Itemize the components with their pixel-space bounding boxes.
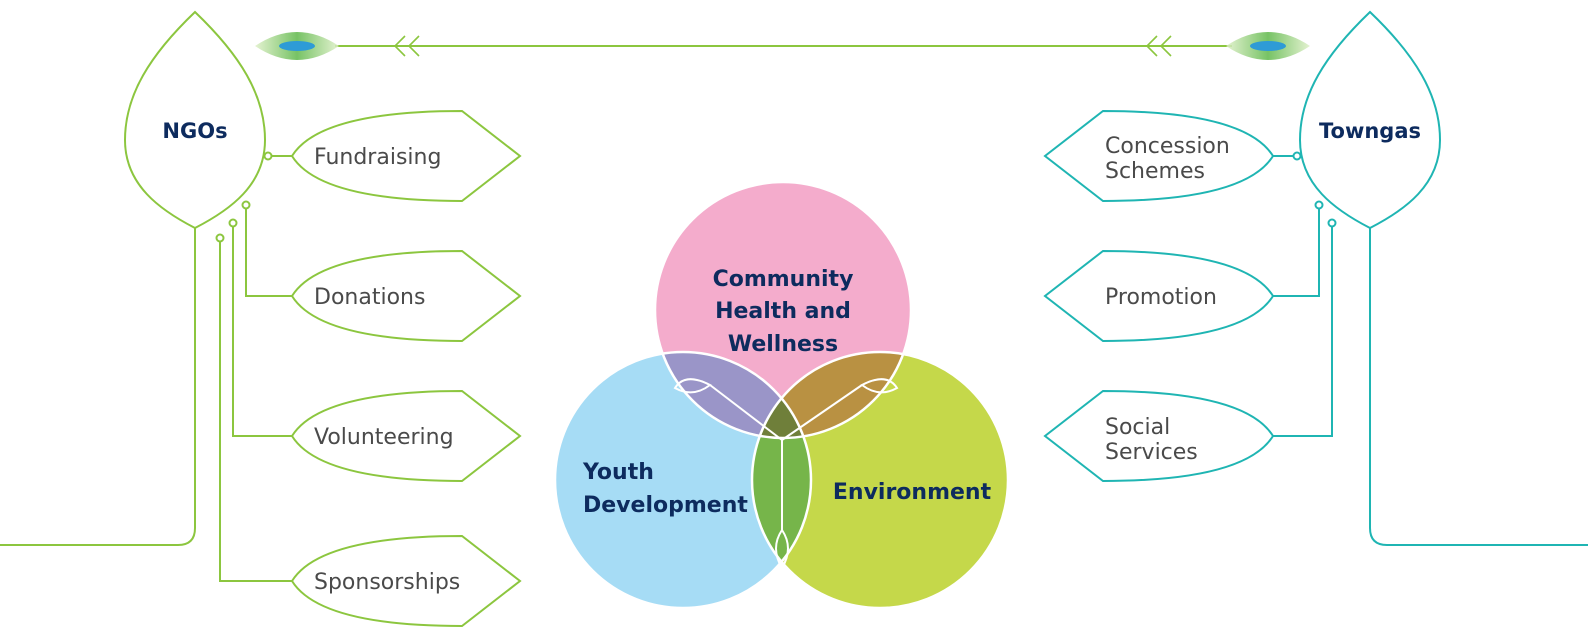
venn-label-youth-2: Development <box>583 493 748 518</box>
leaf-drop-icon <box>255 32 339 60</box>
leaf-concession-schemes <box>1043 109 1275 203</box>
venn-label-youth-1: Youth <box>582 460 654 485</box>
venn-diagram: Community Health and Wellness Youth Deve… <box>553 180 1010 610</box>
leaf-label-volunteering: Volunteering <box>314 425 454 450</box>
leaf-social-services <box>1043 389 1275 483</box>
leaf-volunteering <box>290 389 522 483</box>
towngas-tree <box>1043 10 1588 546</box>
leaf-sponsorships <box>290 534 522 628</box>
leaf-label-concession-line1: Concession <box>1105 134 1230 159</box>
leaf-donations <box>290 249 522 343</box>
leaf-label-concession-line2: Schemes <box>1105 159 1205 184</box>
leaf-label-promotion: Promotion <box>1105 285 1217 310</box>
leaf-drop-icon <box>1226 32 1310 60</box>
ngo-tree <box>0 10 522 628</box>
towngas-hub-label: Towngas <box>1319 119 1421 143</box>
leaf-label-fundraising: Fundraising <box>314 145 441 170</box>
top-connector <box>255 32 1310 60</box>
leaf-label-social-line1: Social <box>1105 415 1170 440</box>
ngo-hub-label: NGOs <box>162 119 227 143</box>
venn-overlap-community-youth <box>655 352 811 438</box>
leaf-fundraising <box>290 109 522 203</box>
venn-label-community-2: Health and <box>715 299 851 324</box>
leaf-label-sponsorships: Sponsorships <box>314 570 460 595</box>
double-chevron-left-icon <box>1145 35 1172 57</box>
sprout-icon <box>673 378 899 570</box>
venn-label-community-3: Wellness <box>728 332 838 357</box>
leaf-promotion <box>1043 249 1275 343</box>
leaf-label-donations: Donations <box>314 285 425 310</box>
double-chevron-left-icon <box>393 35 420 57</box>
leaf-label-social-line2: Services <box>1105 440 1198 465</box>
venn-label-environment: Environment <box>833 480 992 505</box>
venn-label-community-1: Community <box>713 267 854 292</box>
